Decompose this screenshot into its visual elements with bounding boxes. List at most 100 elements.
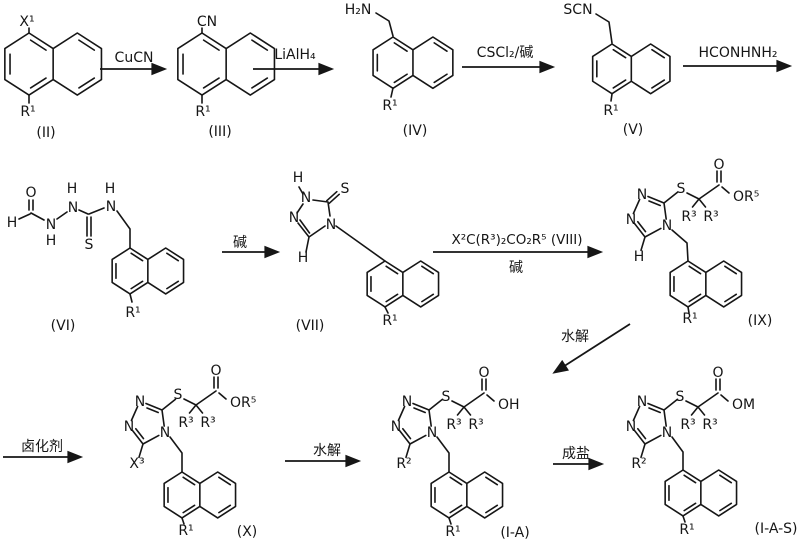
compound-id-IV: (IV) xyxy=(403,123,428,139)
reagent-label-hydrolysis: 水解 xyxy=(561,329,589,345)
atom-label-n: N xyxy=(46,217,56,233)
compound-id-VII: (VII) xyxy=(296,318,325,334)
atom-label-o: O xyxy=(712,365,723,381)
atom-label-n: N xyxy=(637,394,647,410)
arrow-step4-hconhnh2: HCONHNH₂ xyxy=(683,45,793,73)
naphthalene-ring xyxy=(366,260,440,308)
reagent-label-base: 碱 xyxy=(509,260,523,276)
substituent-label-r1: R¹ xyxy=(195,104,210,120)
compound-VI: H O N H N H S N H R¹ (VI) xyxy=(7,181,185,334)
arrow-step3-cscl2: CSCl₂/碱 xyxy=(462,45,556,74)
atom-label-n: N xyxy=(662,218,672,234)
atom-label-s: S xyxy=(677,181,686,197)
compound-id-V: (V) xyxy=(623,122,644,138)
atom-label-h: H xyxy=(293,170,304,186)
substituent-label-r1: R¹ xyxy=(382,98,397,114)
ester-label-or5: OR⁵ xyxy=(733,189,759,205)
compound-id-IA: (I-A) xyxy=(500,525,529,541)
compound-IV: H₂N R¹ (IV) xyxy=(345,2,454,139)
naphthalene-ring xyxy=(669,260,743,308)
atom-label-h: H xyxy=(634,249,645,265)
substituent-label-r1: R¹ xyxy=(125,305,140,321)
atom-label-n: N xyxy=(301,190,311,206)
atom-label-n: N xyxy=(124,419,134,435)
substituent-label-r2: R² xyxy=(396,456,411,472)
atom-label-n: N xyxy=(160,425,170,441)
naphthalene-ring xyxy=(664,469,738,517)
substituent-label-h2n: H₂N xyxy=(345,2,372,18)
substituent-label-cn: CN xyxy=(197,14,217,30)
naphthalene-ring xyxy=(430,471,504,519)
reagent-label-cucn: CuCN xyxy=(115,50,154,66)
atom-label-h: H xyxy=(298,250,309,266)
atom-label-n: N xyxy=(626,419,636,435)
atom-label-h: H xyxy=(67,181,78,197)
arrow-step5-base: 碱 xyxy=(222,235,281,259)
compound-II: X¹ R¹ (II) xyxy=(3,14,103,141)
atom-label-h: H xyxy=(105,181,116,197)
substituent-label-scn: SCN xyxy=(563,2,592,18)
substituent-label-r3: R³ xyxy=(446,417,461,433)
atom-label-n: N xyxy=(637,187,647,203)
atom-label-o: O xyxy=(478,365,489,381)
atom-label-o: O xyxy=(713,157,724,173)
naphthalene-ring xyxy=(163,471,237,519)
substituent-label-r1: R¹ xyxy=(603,103,618,119)
compound-id-II: (II) xyxy=(36,125,55,141)
compound-V: SCN R¹ (V) xyxy=(563,2,671,138)
substituent-label-x1: X¹ xyxy=(19,14,34,30)
thioester-chain xyxy=(183,376,227,414)
substituent-bonds xyxy=(375,12,394,98)
reagent-label-alkylating-agent-viii: X²C(R³)₂CO₂R⁵ (VIII) xyxy=(451,232,582,248)
naphthalene-ring xyxy=(591,43,671,95)
naphthalene-ring xyxy=(176,32,276,97)
substituent-label-r1: R¹ xyxy=(445,524,460,540)
compound-id-X: (X) xyxy=(237,524,258,540)
methylene-bonds xyxy=(671,436,686,523)
atom-label-n: N xyxy=(68,200,78,216)
atom-label-s: S xyxy=(676,389,685,405)
methylene-bonds xyxy=(169,436,185,525)
triazole-thione-bonds xyxy=(296,186,389,314)
reagent-label-cscl2-base: CSCl₂/碱 xyxy=(477,45,534,61)
substituent-label-r3: R³ xyxy=(680,417,695,433)
atom-label-n: N xyxy=(662,425,672,441)
compound-IX: N N N S O R³ R³ OR⁵ H R¹ (IX) xyxy=(626,157,773,329)
substituent-label-r3: R³ xyxy=(200,415,215,431)
compound-IAS: N N N S O R³ R³ OM R² R¹ (I-A-S) xyxy=(626,365,798,538)
atom-label-n: N xyxy=(391,419,401,435)
reagent-label-base: 碱 xyxy=(233,235,247,251)
atom-label-h: H xyxy=(46,233,57,249)
substituent-label-r1: R¹ xyxy=(682,311,697,327)
atom-label-o: O xyxy=(25,185,36,201)
arrow-step1-cucn: CuCN xyxy=(100,50,168,76)
reagent-label-hydrolysis: 水解 xyxy=(313,443,341,459)
salt-label-om: OM xyxy=(732,397,755,413)
substituent-label-r3: R³ xyxy=(468,417,483,433)
arrow-step9-salt-formation: 成盐 xyxy=(553,446,605,471)
atom-label-h: H xyxy=(7,215,18,231)
thioester-chain xyxy=(686,170,730,208)
thioacid-chain xyxy=(451,378,495,416)
atom-label-n: N xyxy=(106,199,116,215)
atom-label-n: N xyxy=(427,425,437,441)
naphthalene-ring xyxy=(111,247,185,295)
substituent-label-r2: R² xyxy=(631,456,646,472)
compound-id-VI: (VI) xyxy=(51,318,76,334)
naphthalene-ring xyxy=(3,32,103,97)
arrow-step7-halogenation: 卤化剂 xyxy=(3,439,84,464)
compound-id-III: (III) xyxy=(208,124,231,140)
arrow-step6-alkylation: X²C(R³)₂CO₂R⁵ (VIII) 碱 xyxy=(433,232,604,276)
atom-label-s: S xyxy=(174,387,183,403)
compound-III: CN R¹ (III) xyxy=(176,14,276,140)
atom-label-s: S xyxy=(341,181,350,197)
atom-label-o: O xyxy=(210,363,221,379)
substituent-label-r1: R¹ xyxy=(382,313,397,329)
substituent-label-r3: R³ xyxy=(681,209,696,225)
reagent-label-halogenating-agent: 卤化剂 xyxy=(21,439,63,455)
reaction-arrow xyxy=(552,323,631,374)
compound-X: N N N S O R³ R³ OR⁵ X³ R¹ (X) xyxy=(124,363,258,540)
atom-label-n: N xyxy=(326,217,336,233)
